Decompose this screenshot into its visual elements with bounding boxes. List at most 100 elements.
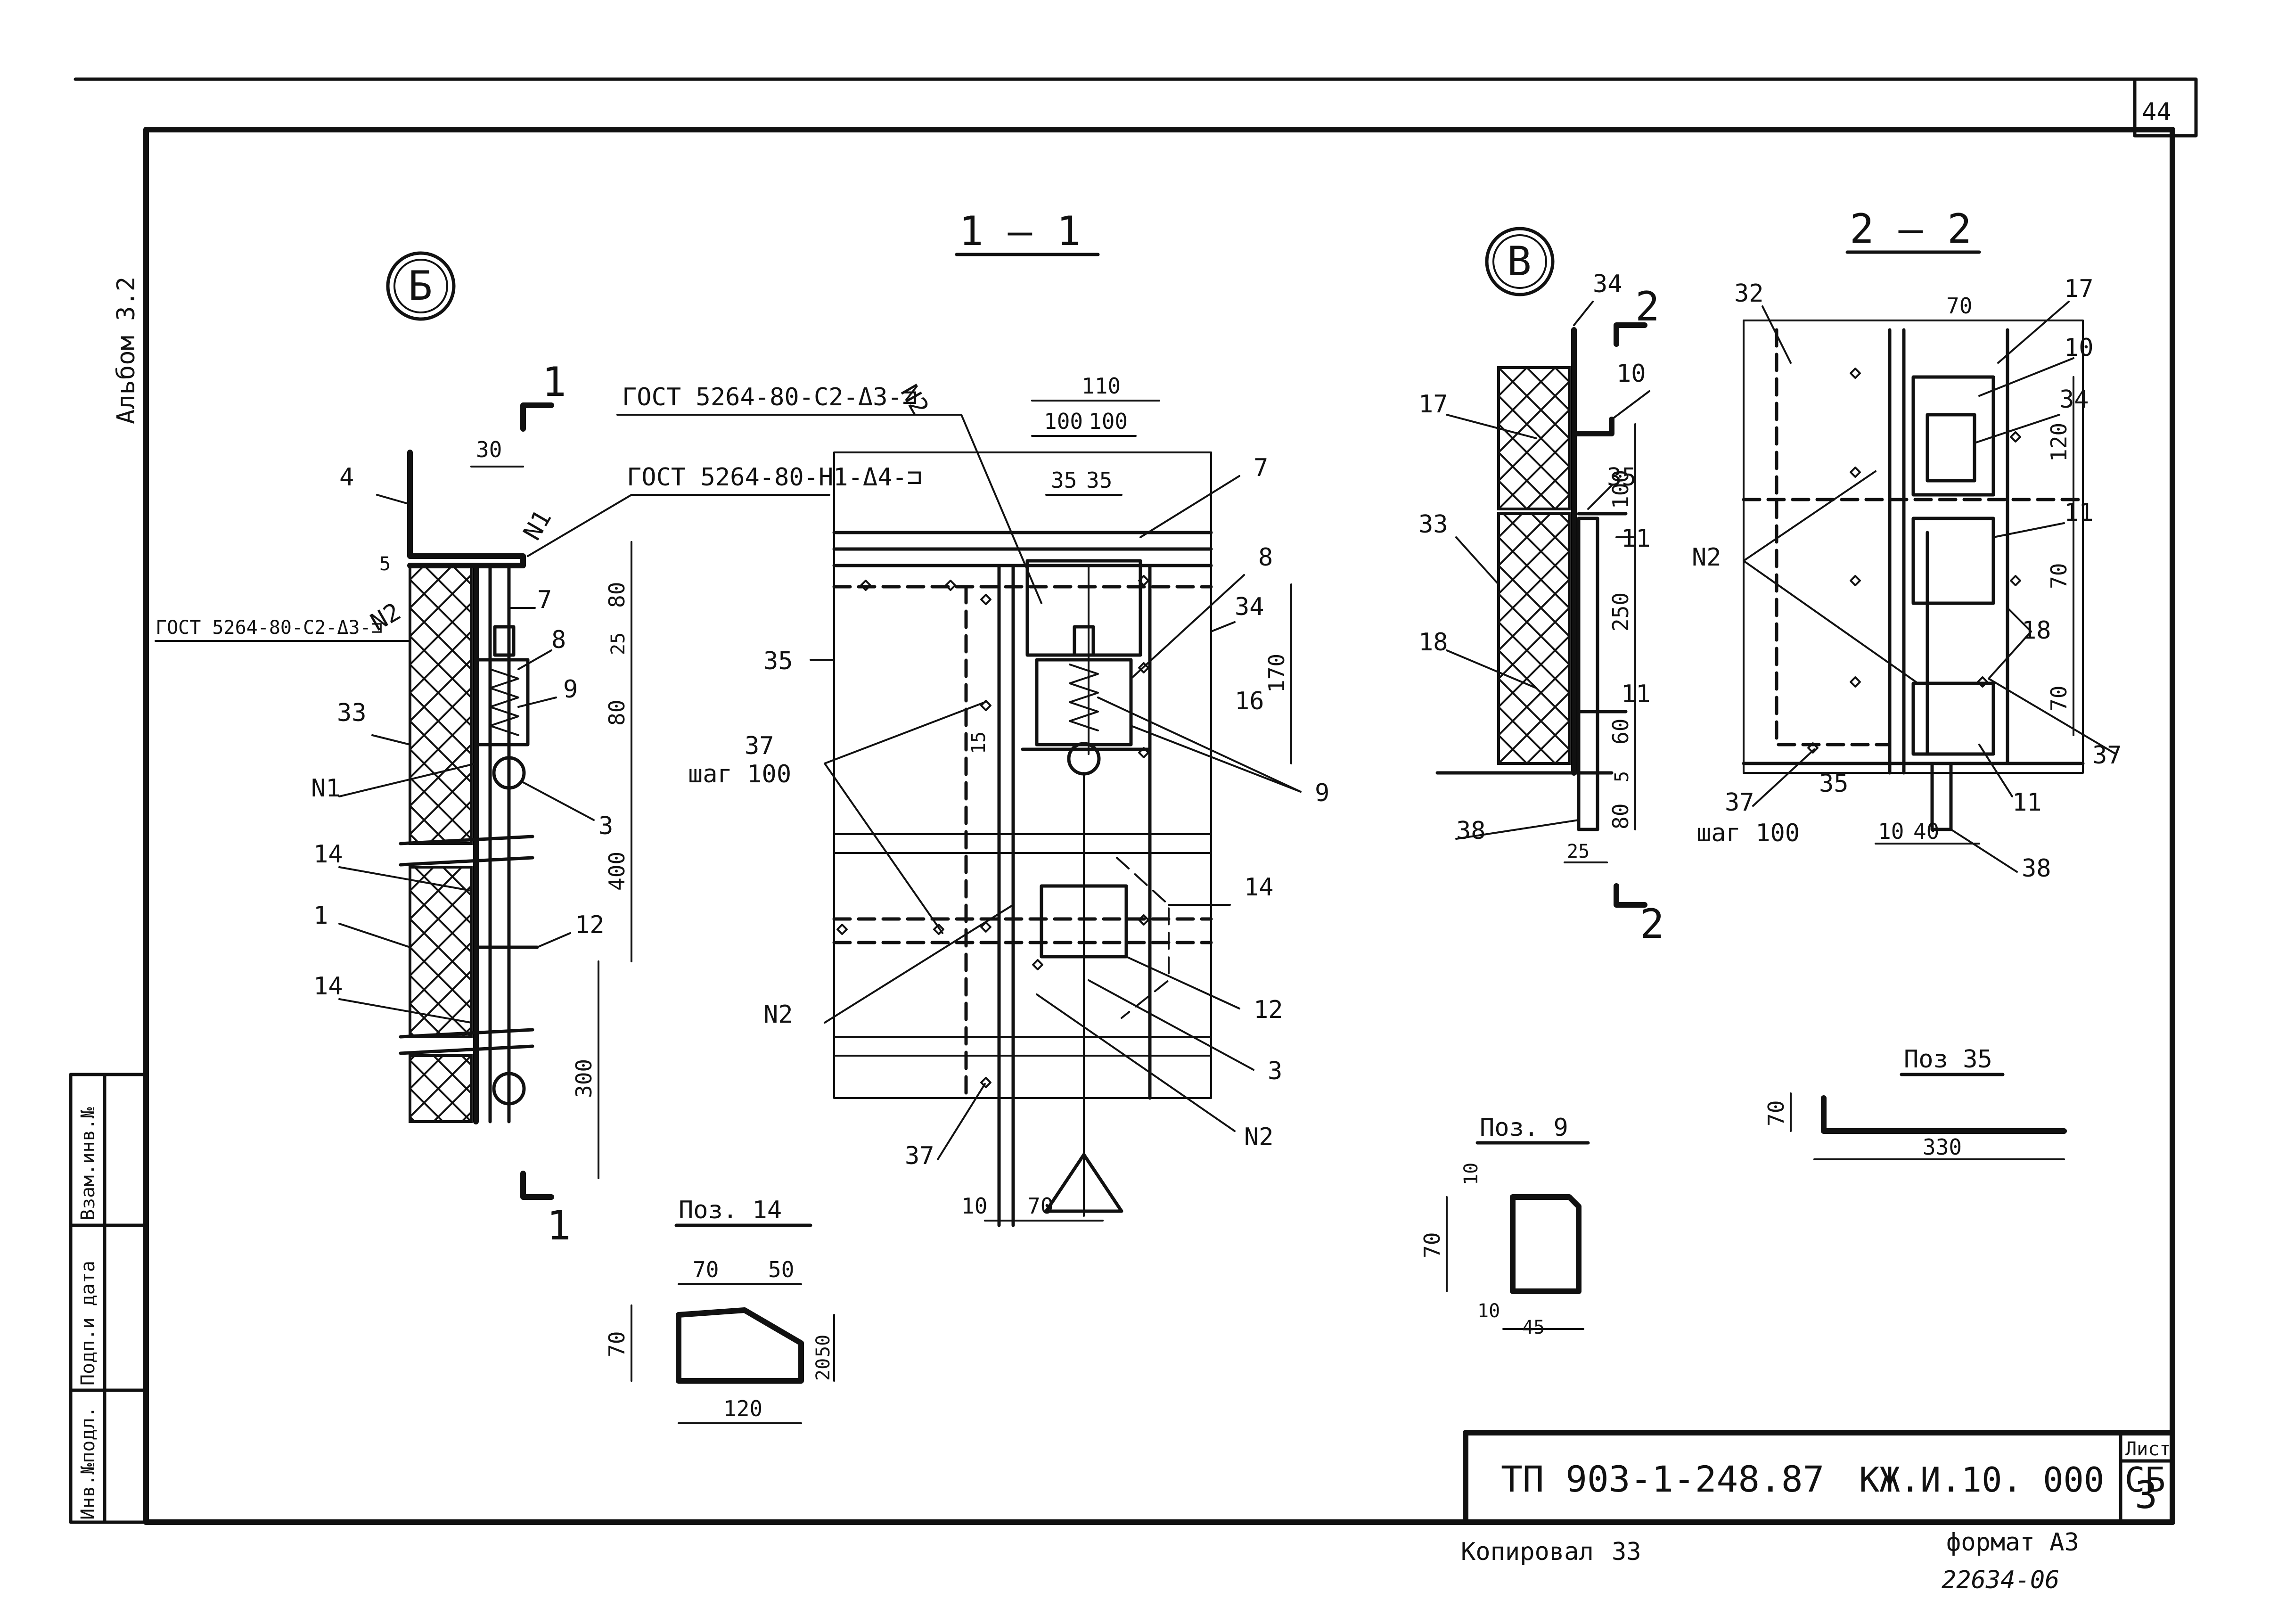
leader-9-section [1097,697,1302,793]
leader-9 [517,697,557,708]
label-n2-bottom: N2 [1244,1123,1274,1151]
label-38-v: 38 [1456,817,1486,845]
detail-poz-9: Поз. 9 70 10 10 45 [1419,1114,1590,1338]
label-8: 8 [551,626,566,654]
dim-100-v: 100 [1608,470,1633,509]
leader-3-section [1088,979,1254,1071]
dim-80-top: 80 [604,582,630,608]
weld-mark [1850,368,1861,379]
channel-lower-2-2 [1911,681,1995,756]
label-11-bottom: 11 [1621,680,1651,708]
label-14-lower: 14 [313,972,343,1001]
dim-70-mid: 70 [2046,563,2072,589]
section-1-bottom-number: 1 [547,1202,571,1249]
detail-poz-35: Поз 35 70 330 [1763,1045,2067,1160]
step-100-upper: шаг 100 [688,760,791,788]
poz-14-dim-120: 120 [723,1396,762,1421]
label-18-2-2: 18 [2022,616,2051,645]
label-4: 4 [339,463,354,492]
leader-n1 [338,763,477,797]
leader-10-2-2 [1978,357,2074,397]
section-2-2-outline [1743,320,2084,774]
nut-7-section [1073,625,1095,657]
channel-34-2-2 [1926,413,1976,483]
label-35: 35 [763,647,793,675]
angle-4 [407,450,526,568]
weld-mark [860,580,871,591]
leader-11-2-2-lower [1978,744,2013,797]
dim-70-top: 70 [1946,293,1972,319]
step-100-2-2: шаг 100 [1696,819,1800,847]
project-number: ТП 903-1-248.87 [1501,1458,1824,1500]
poz-35-dim-330: 330 [1923,1134,1962,1160]
weld-mark [1138,914,1149,926]
page-number: 44 [2142,98,2171,126]
label-8-section: 8 [1258,543,1273,572]
dim-400: 400 [604,852,630,891]
bar-35 [1577,517,1599,831]
leader-37-upper [824,701,986,934]
leader-38-2-2 [1950,828,2018,873]
poz-35-dim-70: 70 [1763,1100,1789,1126]
leader-14-lower [338,998,472,1024]
leader-12-section [1125,956,1240,1009]
insulation-18 [1497,512,1571,765]
detail-poz-14: Поз. 14 70 50 120 70 50 20 [604,1196,835,1424]
spring-9-section [1069,664,1099,731]
section-2-top-number: 2 [1635,283,1660,330]
node-b-circle [386,251,456,321]
section-2-2-title: 2 — 2 [1850,205,1972,253]
leader-8 [517,649,552,670]
dim-30: 30 [476,437,502,462]
sheet-label: Лист [2125,1438,2171,1460]
break-line-lower [399,1028,534,1055]
section-1-top-number: 1 [542,359,566,406]
label-33-v: 33 [1418,510,1448,539]
dim-70: 70 [1027,1193,1053,1219]
anchor-38 [1577,771,1599,831]
copied-label: Копировал [1461,1538,1594,1566]
dim-80-mid: 80 [604,700,630,726]
weld-mark [1977,676,1988,688]
dim-100-right: 100 [1089,409,1128,434]
label-10-2-2: 10 [2064,334,2094,362]
ring-lower [492,1072,526,1106]
leader-18-v [1446,649,1537,689]
label-3: 3 [598,812,613,840]
poz-35-title: Поз 35 [1904,1045,1992,1074]
leader-34-v [1573,301,1594,326]
leader-weld-c2-section [616,414,1042,604]
section-1-1-title: 1 — 1 [959,208,1081,255]
poz-14-dim-50-right: 50 [812,1335,834,1357]
dim-80-v: 80 [1608,804,1633,829]
label-12-section: 12 [1254,996,1283,1024]
section-2-mark-top [1614,322,1647,347]
poz-35-shape [1821,1095,2067,1134]
leader-n2-left [824,904,1014,1024]
label-34-v: 34 [1593,270,1622,298]
dim-250: 250 [1608,592,1633,632]
dim-35-left: 35 [1051,468,1077,493]
poz-9-shape [1510,1194,1581,1294]
leader-8-section [1130,574,1245,680]
format-label: формат А3 [1946,1528,2079,1557]
label-33: 33 [337,699,367,727]
dim-120: 120 [2046,423,2072,462]
node-v-circle [1485,227,1555,296]
side-stamp-box [69,1073,148,1524]
label-18-v: 18 [1418,628,1448,656]
archive-number: 22634-06 [1942,1566,2059,1594]
label-n2-2-2: N2 [1692,543,1721,572]
section-1-1-outline [833,451,1212,1099]
label-1: 1 [313,902,328,930]
section-2-2: 2 — 2 70 120 70 70 1 [1692,205,2122,883]
leader-3 [522,781,595,821]
dim-70-low: 70 [2046,686,2072,712]
weld-mark [1138,575,1149,586]
leader-11-2-2 [1992,522,2065,538]
drawing-code: КЖ.И.10. 000 СБ [1859,1460,2165,1500]
label-7-section: 7 [1254,454,1268,482]
label-37-upper: 37 [745,732,774,760]
weld-mark [1850,467,1861,478]
